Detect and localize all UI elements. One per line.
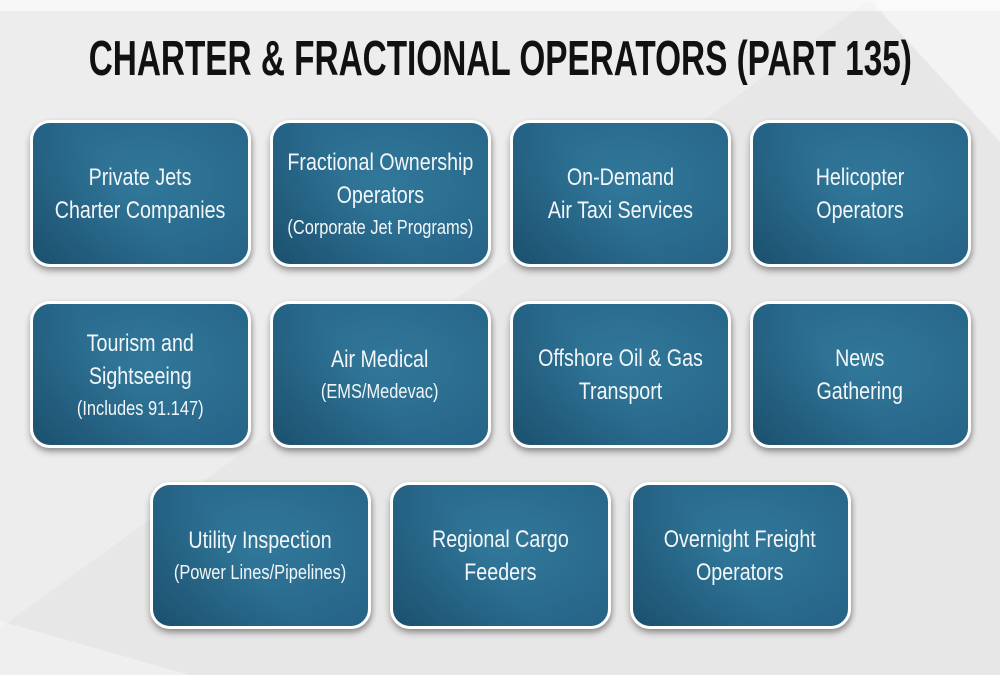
category-label-line: Operators (816, 196, 904, 224)
title-bar: CHARTER & FRACTIONAL OPERATORS (PART 135… (0, 28, 1000, 90)
category-label-line: Regional Cargo (431, 525, 569, 553)
page-title: CHARTER & FRACTIONAL OPERATORS (PART 135… (88, 32, 912, 86)
category-sublabel: (Power Lines/Pipelines) (173, 562, 347, 584)
category-sublabel: (Corporate Jet Programs) (287, 216, 473, 239)
box-row: Utility Inspection (Power Lines/Pipelines… (0, 482, 1000, 629)
category-label-line: Sightseeing (88, 362, 192, 390)
category-label-line: Private Jets (88, 163, 192, 191)
background-top-highlight (0, 0, 1000, 11)
category-label-line: Overnight Freight (663, 525, 817, 553)
category-label-line: Tourism and (86, 329, 194, 357)
category-label-line: Helicopter (815, 163, 905, 191)
category-label-line: Offshore Oil & Gas (537, 344, 703, 372)
category-label-line: Feeders (463, 558, 537, 586)
category-label-line: Gathering (816, 377, 904, 405)
category-label-line: On-Demand (566, 163, 674, 191)
category-box: Air Medical (EMS/Medevac) (269, 301, 491, 448)
category-label-line: Operators (696, 558, 784, 586)
category-label-line: Operators (336, 181, 424, 209)
category-label-line: Air Medical (331, 346, 429, 373)
category-label: Utility Inspection (Power Lines/Pipelines… (174, 524, 346, 587)
category-label-line: Air Taxi Services (547, 196, 693, 224)
category-label-line: Utility Inspection (188, 527, 332, 554)
category-box: Utility Inspection (Power Lines/Pipelines… (149, 482, 371, 629)
category-label-line: Transport (578, 377, 662, 405)
category-label-line: News (835, 344, 885, 372)
category-sublabel: (Includes 91.147) (76, 397, 204, 420)
category-label: Air Medical (EMS/Medevac) (321, 343, 439, 406)
category-label-line: Fractional Ownership (287, 148, 473, 176)
category-label-line: Charter Companies (54, 196, 226, 224)
category-sublabel: (EMS/Medevac) (321, 381, 439, 403)
